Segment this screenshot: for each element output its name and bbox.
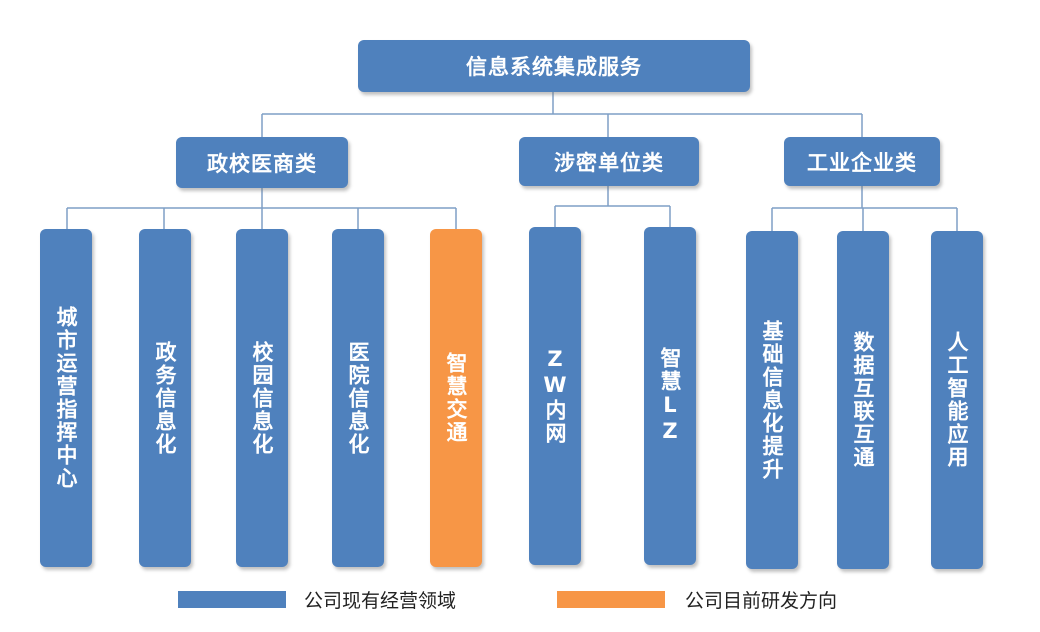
- category-gov-school-hospital-commerce: 政校医商类: [176, 137, 348, 188]
- leaf-city-operations-command-center: 城市运营指挥中心: [40, 229, 92, 567]
- legend-label-research: 公司目前研发方向: [685, 590, 838, 612]
- leaf-campus-informatization: 校园信息化: [236, 229, 288, 567]
- leaf-data-interconnection: 数据互联互通: [837, 231, 889, 569]
- leaf-government-informatization: 政务信息化: [139, 229, 191, 567]
- leaf-smart-transportation: 智慧交通: [430, 229, 482, 567]
- category-industrial-enterprises: 工业企业类: [784, 137, 940, 186]
- legend-swatch-research: [557, 591, 665, 608]
- leaf-zw-intranet: ZW内网: [529, 227, 581, 565]
- leaf-ai-applications: 人工智能应用: [931, 231, 983, 569]
- leaf-smart-lz: 智慧LZ: [644, 227, 696, 565]
- legend-label-existing: 公司现有经营领域: [304, 590, 457, 612]
- leaf-hospital-informatization: 医院信息化: [332, 229, 384, 567]
- root-node: 信息系统集成服务: [358, 40, 750, 92]
- category-classified-units: 涉密单位类: [519, 137, 699, 186]
- leaf-basic-informatization-upgrade: 基础信息化提升: [746, 231, 798, 569]
- legend-swatch-existing: [178, 591, 286, 608]
